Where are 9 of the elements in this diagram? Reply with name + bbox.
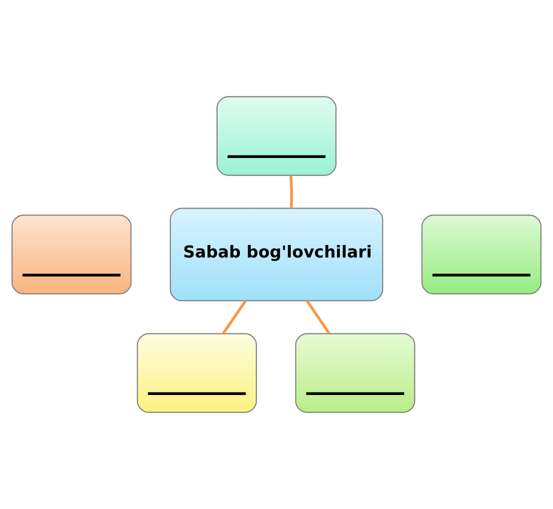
node-box: Sabab bog'lovchilari — [170, 208, 384, 302]
node-box — [136, 333, 257, 413]
connector — [306, 300, 330, 334]
connector — [222, 300, 247, 334]
node-box — [216, 96, 337, 176]
connector — [289, 175, 293, 208]
node-box — [421, 214, 542, 294]
node-box — [12, 214, 132, 294]
node-box — [295, 333, 416, 413]
